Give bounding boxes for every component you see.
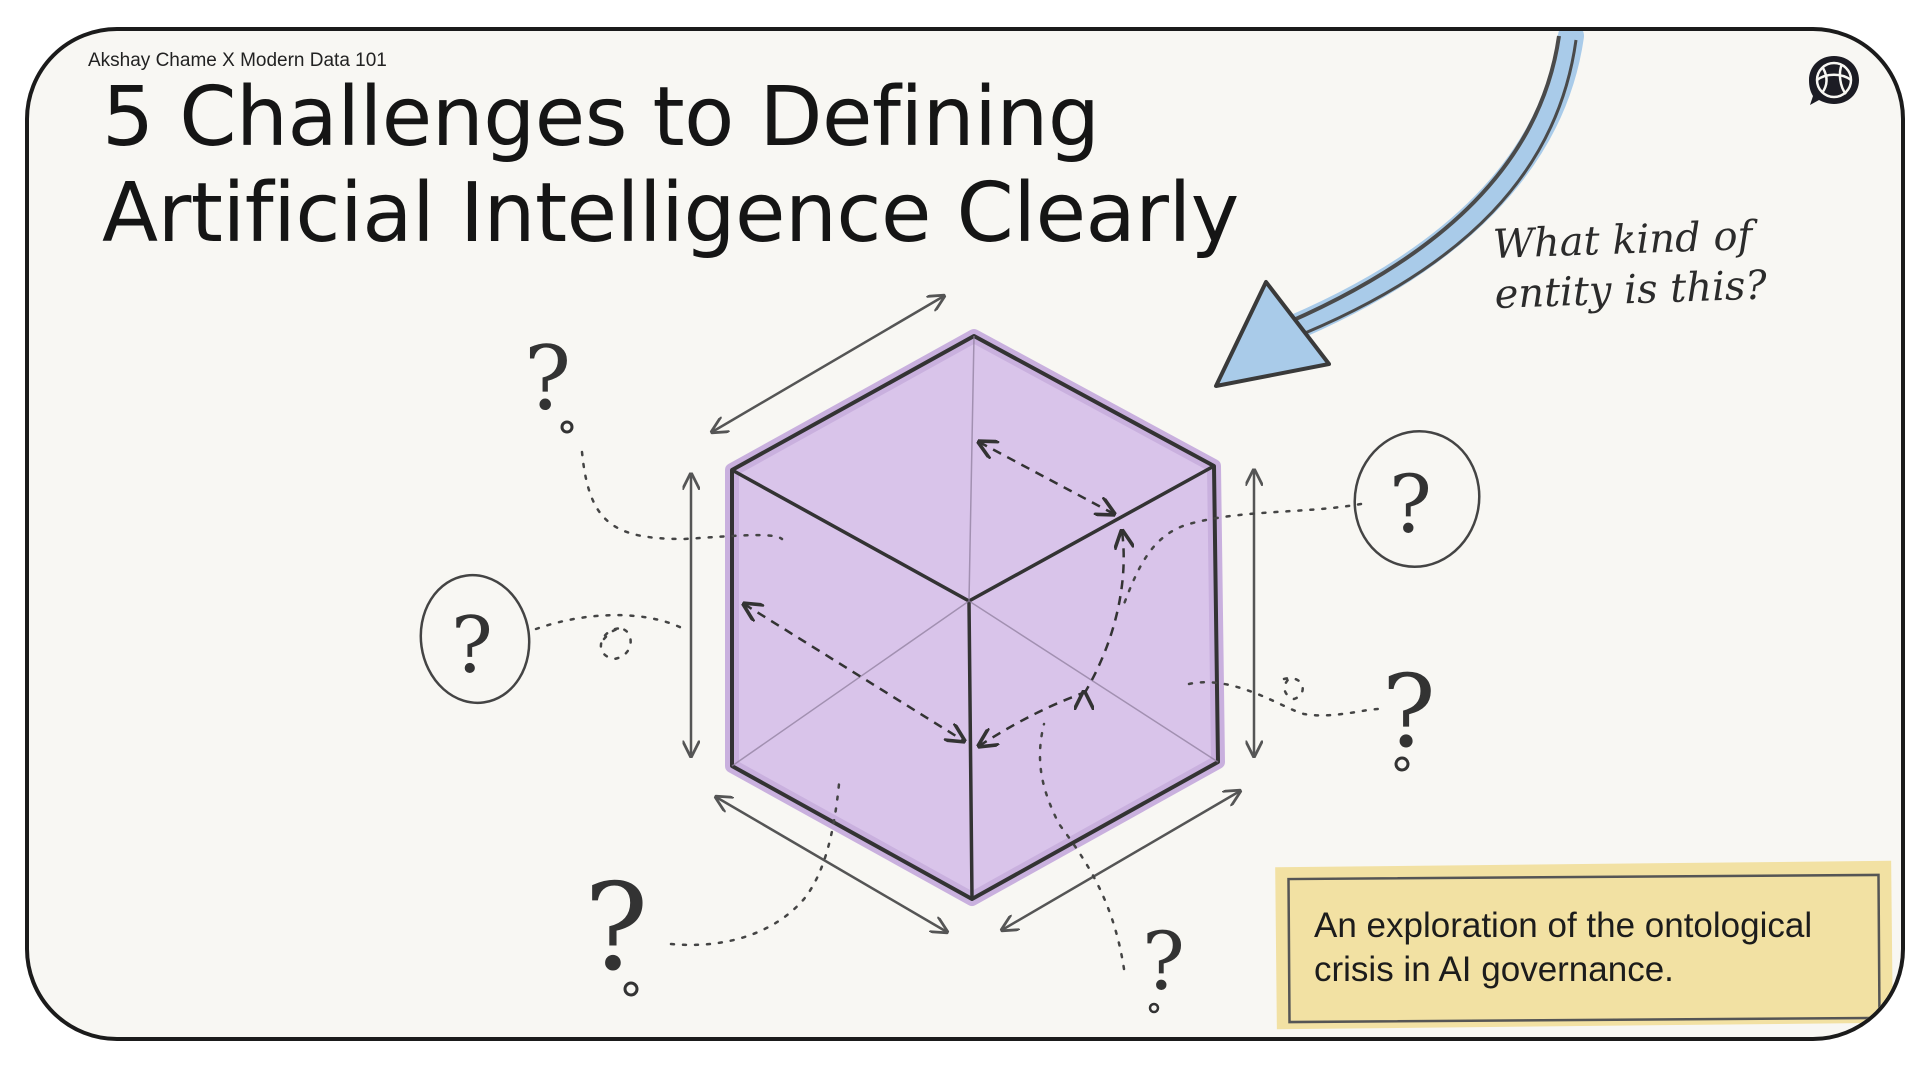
dotted-connectors: [534, 450, 1381, 971]
curved-arrow-icon: [1214, 31, 1584, 388]
question-mark: ?: [451, 601, 493, 691]
question-mark: ?: [524, 327, 571, 430]
caption-box: [1275, 860, 1893, 1030]
slide-frame: ? ? ? ? ? ? Akshay Chame X Modern Data 1…: [25, 27, 1905, 1041]
question-marks: ? ? ? ? ? ?: [419, 327, 1481, 1014]
caption-line: crisis in AI governance.: [1314, 950, 1674, 989]
caption-line: An exploration of the ontological: [1314, 906, 1813, 945]
handwritten-annotation: What kind of entity is this?: [1492, 210, 1768, 319]
illustration: ? ? ? ? ? ?: [419, 31, 1893, 1030]
title-line: Artificial Intelligence Clearly: [102, 166, 1239, 261]
byline: Akshay Chame X Modern Data 101: [88, 50, 387, 71]
page-title: 5 Challenges to Defining Artificial Inte…: [102, 70, 1239, 262]
cube-illustration: [725, 329, 1225, 906]
title-line: 5 Challenges to Defining: [102, 70, 1100, 165]
dimension-arrows: [691, 296, 1254, 932]
caption-text: An exploration of the ontological crisis…: [1314, 904, 1812, 992]
question-mark: ?: [1389, 458, 1432, 551]
question-mark: ?: [584, 859, 648, 998]
question-mark: ?: [1382, 653, 1436, 770]
question-mark: ?: [1142, 915, 1185, 1008]
dashed-arrows: [744, 442, 1124, 746]
annotation-line: entity is this?: [1493, 262, 1768, 318]
chat-globe-icon: [1809, 56, 1859, 105]
